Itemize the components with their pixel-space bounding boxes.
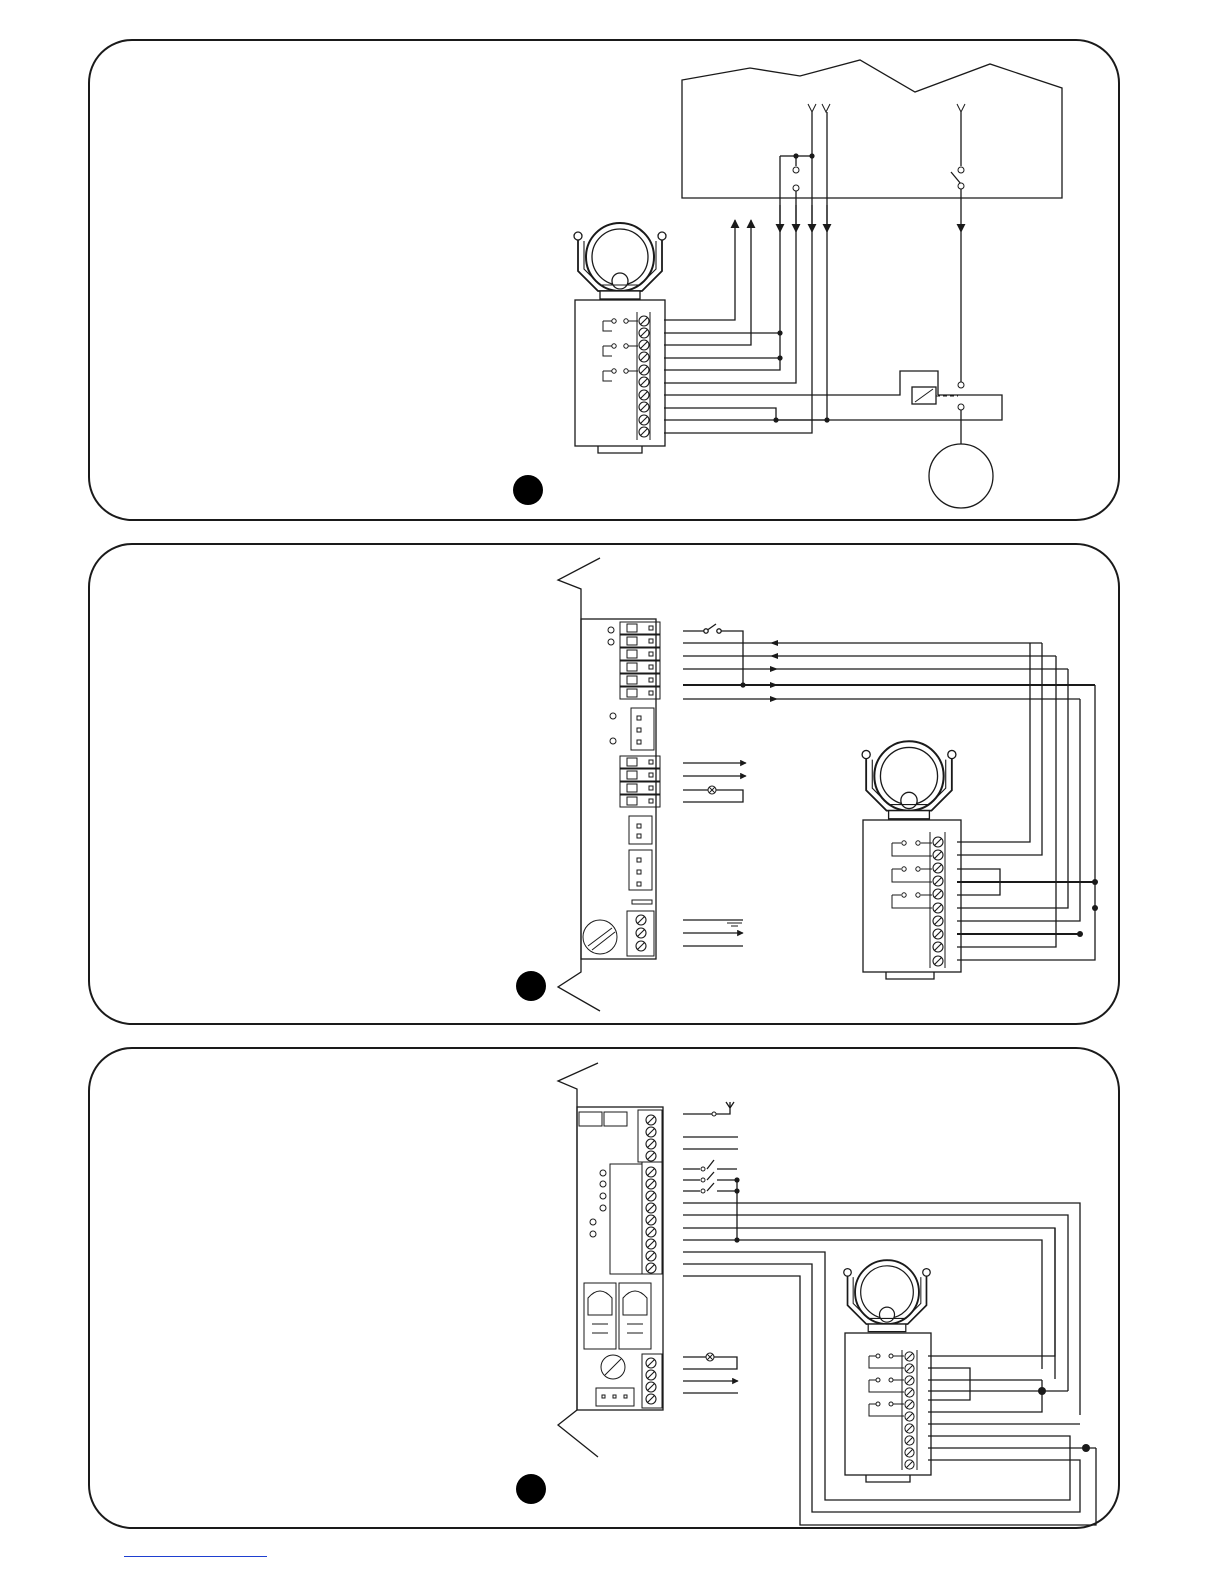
- supply-terminals: [808, 104, 965, 112]
- terminal-block-3a: [646, 1115, 656, 1404]
- figure-badge-3: [516, 1474, 546, 1504]
- control-board-edge-2: [558, 558, 600, 1011]
- footer-link-underline[interactable]: [124, 1556, 267, 1557]
- figure-badge-1: [513, 475, 543, 505]
- photocell-head-2: [862, 741, 956, 819]
- diagram-2: [516, 558, 1098, 1011]
- terminal-block-1: [639, 316, 649, 437]
- photocell-head-3: [844, 1260, 930, 1331]
- terminal-block-3b: [905, 1352, 914, 1469]
- photocell-head-1: [574, 223, 666, 299]
- diagram-3: [516, 1063, 1096, 1525]
- photocell-body-1: [575, 300, 665, 446]
- control-board-outline: [682, 60, 1062, 198]
- figure-badge-2: [516, 971, 546, 1001]
- control-board-edge-3: [558, 1063, 598, 1457]
- motor-symbol: [929, 444, 993, 508]
- diagram-1: [513, 60, 1062, 508]
- photocell-body-2: [863, 820, 961, 972]
- connector-block-2a: [583, 622, 660, 956]
- terminal-block-2: [933, 837, 943, 966]
- photocell-body-3: [845, 1333, 931, 1475]
